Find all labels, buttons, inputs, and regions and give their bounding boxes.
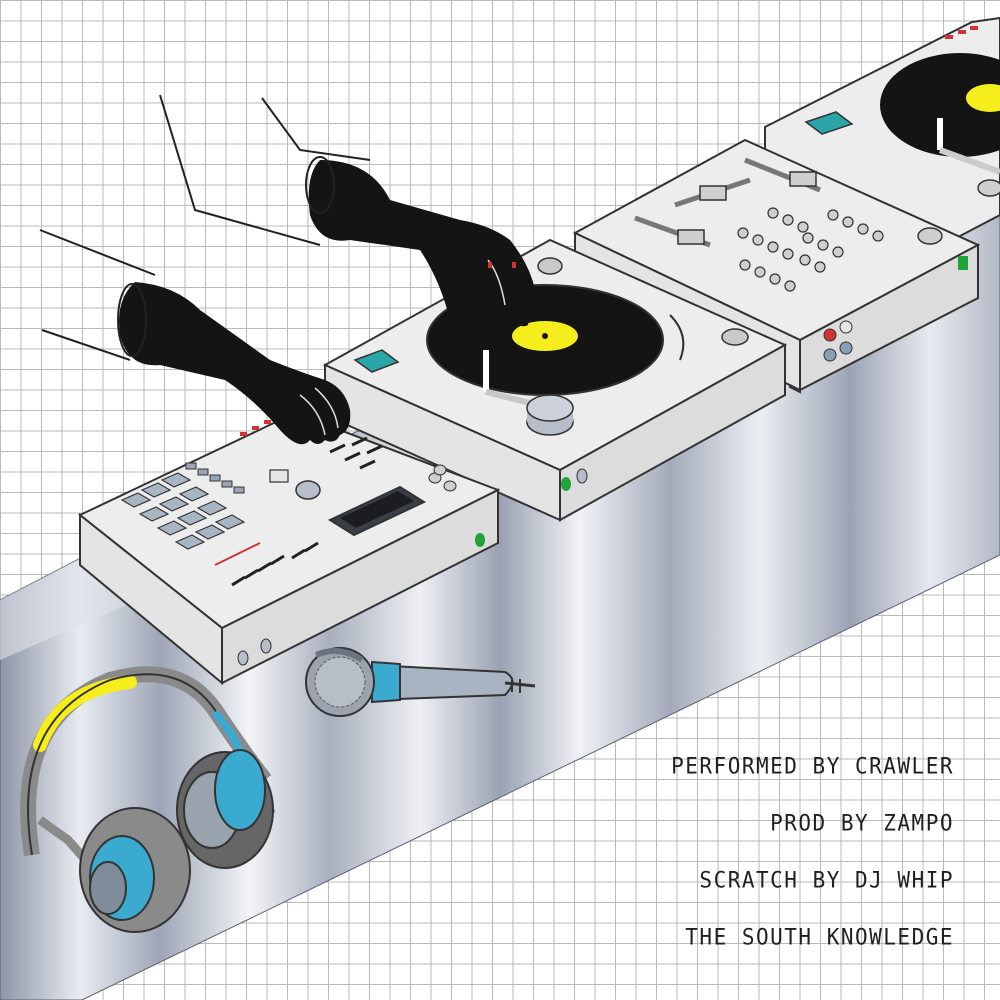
turntable-main [322, 238, 788, 522]
hands [39, 94, 535, 445]
headphones-icon [20, 666, 276, 933]
sampler [78, 411, 501, 686]
credit-title: THE SOUTH KNOWLEDGE [685, 924, 954, 950]
credit-scratch-by: SCRATCH BY DJ WHIP [699, 867, 954, 893]
credits-block: PERFORMED BY CRAWLER PROD BY ZAMPO SCRAT… [514, 752, 954, 980]
hand-icon [119, 160, 535, 445]
microphone-icon [305, 647, 536, 717]
credit-performed-by: PERFORMED BY CRAWLER [671, 753, 954, 779]
credit-produced-by: PROD BY ZAMPO [770, 810, 954, 836]
